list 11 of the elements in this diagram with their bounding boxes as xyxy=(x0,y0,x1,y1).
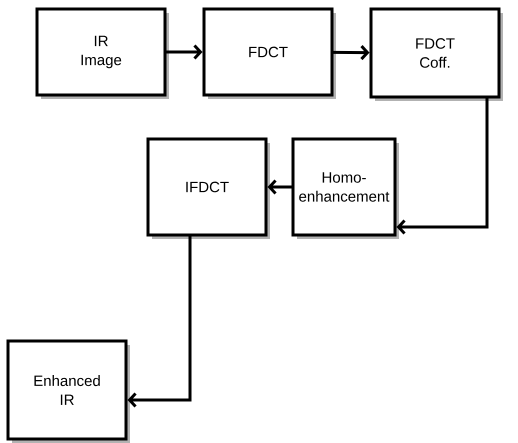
arrow xyxy=(396,98,488,234)
process-box: IFDCT xyxy=(146,138,270,239)
arrow xyxy=(166,44,202,60)
arrow xyxy=(334,45,370,60)
process-box: Homo-enhancement xyxy=(292,138,399,239)
process-box: FDCT Coff. xyxy=(370,8,503,101)
arrow xyxy=(268,179,292,194)
process-box: IR Image xyxy=(36,8,169,99)
process-box: FDCT xyxy=(202,8,336,99)
arrow xyxy=(128,236,192,408)
process-box: Enhanced IR xyxy=(6,340,130,443)
